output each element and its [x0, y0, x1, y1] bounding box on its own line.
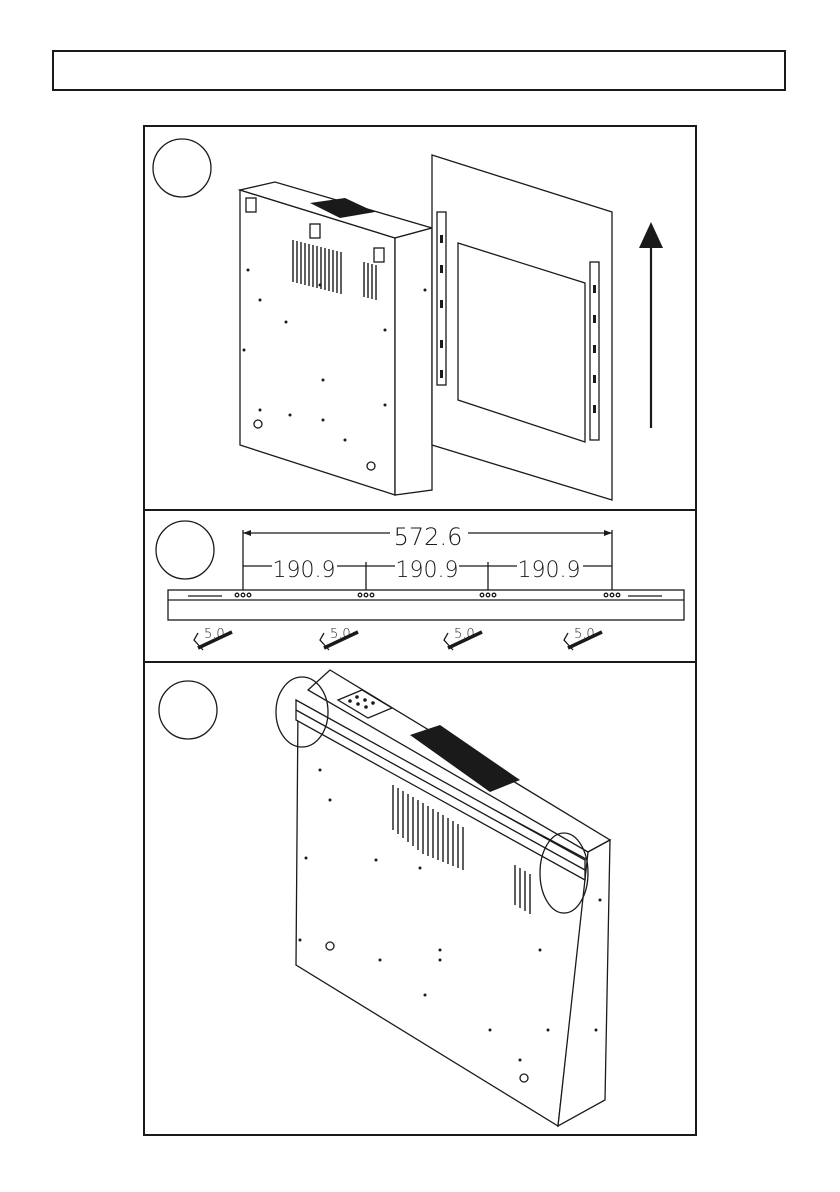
screw-size-label-3: 5.0 — [454, 627, 475, 642]
step-2-panel: 572.6 190.9 190.9 190.9 — [156, 521, 684, 650]
spacing-label-2: 190.9 — [396, 558, 459, 583]
screw-4: 5.0 — [564, 627, 602, 650]
screw-3: 5.0 — [444, 627, 482, 650]
spacing-label-1: 190.9 — [273, 558, 336, 583]
spacing-label-3: 190.9 — [518, 558, 581, 583]
total-dimension-label: 572.6 — [394, 523, 463, 551]
mounting-bracket-bar — [168, 590, 684, 620]
screw-2: 5.0 — [320, 627, 358, 650]
step-2-circle — [156, 521, 214, 579]
fireplace-mounted-rear — [296, 670, 610, 1126]
screw-size-label-1: 5.0 — [204, 627, 225, 642]
fireplace-body-rear — [240, 182, 432, 495]
step-1-panel — [153, 139, 663, 500]
lift-direction-arrow — [639, 222, 663, 428]
wall-mounting-plate — [432, 155, 612, 500]
screw-size-label-2: 5.0 — [330, 627, 351, 642]
screw-1: 5.0 — [194, 627, 232, 650]
step-3-circle — [159, 681, 217, 739]
step-3-panel — [159, 670, 610, 1126]
step-1-circle — [153, 139, 211, 197]
screw-size-label-4: 5.0 — [574, 627, 595, 642]
